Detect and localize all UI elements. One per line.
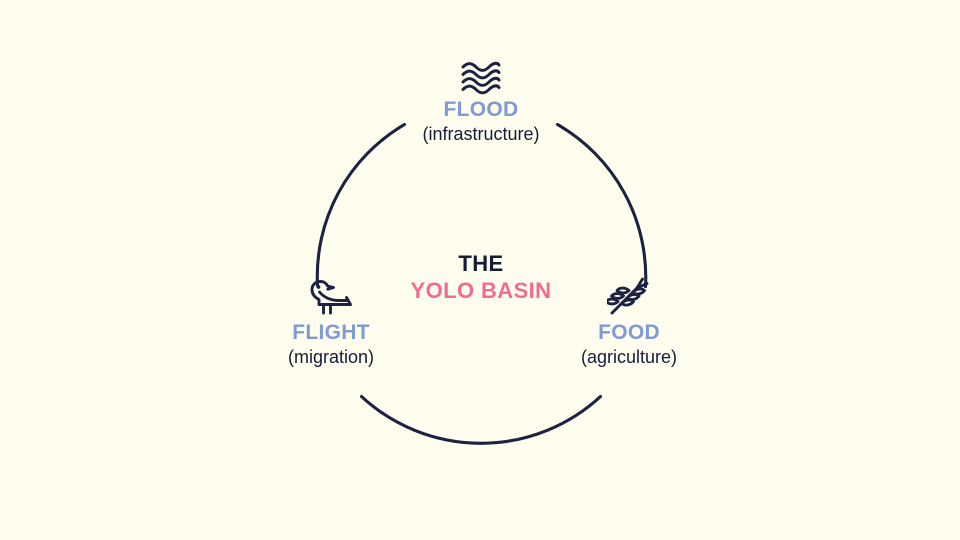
arc-flight-to-food [359, 394, 603, 445]
node-food-title: FOOD [598, 321, 660, 344]
node-flight-icon-wrap [201, 278, 461, 318]
node-food[interactable]: FOOD (agriculture) [499, 277, 759, 369]
bird-eye-icon [316, 285, 321, 289]
center-label: THE YOLO BASIN [331, 250, 631, 305]
node-flood-title: FLOOD [443, 98, 519, 121]
arc-flood-to-food [555, 122, 648, 289]
node-flight-subtitle: (migration) [287, 347, 375, 368]
node-flood-icon-wrap [351, 55, 611, 95]
wheat-icon [607, 277, 649, 315]
bird-icon [310, 280, 352, 315]
center-label-line1: THE [458, 251, 504, 276]
node-food-icon-wrap [499, 277, 759, 318]
water-waves-icon [461, 61, 501, 95]
node-flight-title: FLIGHT [292, 321, 370, 344]
node-flood[interactable]: FLOOD (infrastructure) [351, 55, 611, 146]
node-flood-subtitle: (infrastructure) [422, 124, 540, 145]
center-label-line2: YOLO BASIN [410, 278, 552, 304]
node-flight[interactable]: FLIGHT (migration) [201, 278, 461, 369]
node-food-subtitle: (agriculture) [580, 347, 678, 368]
arc-flood-to-flight [315, 122, 407, 288]
